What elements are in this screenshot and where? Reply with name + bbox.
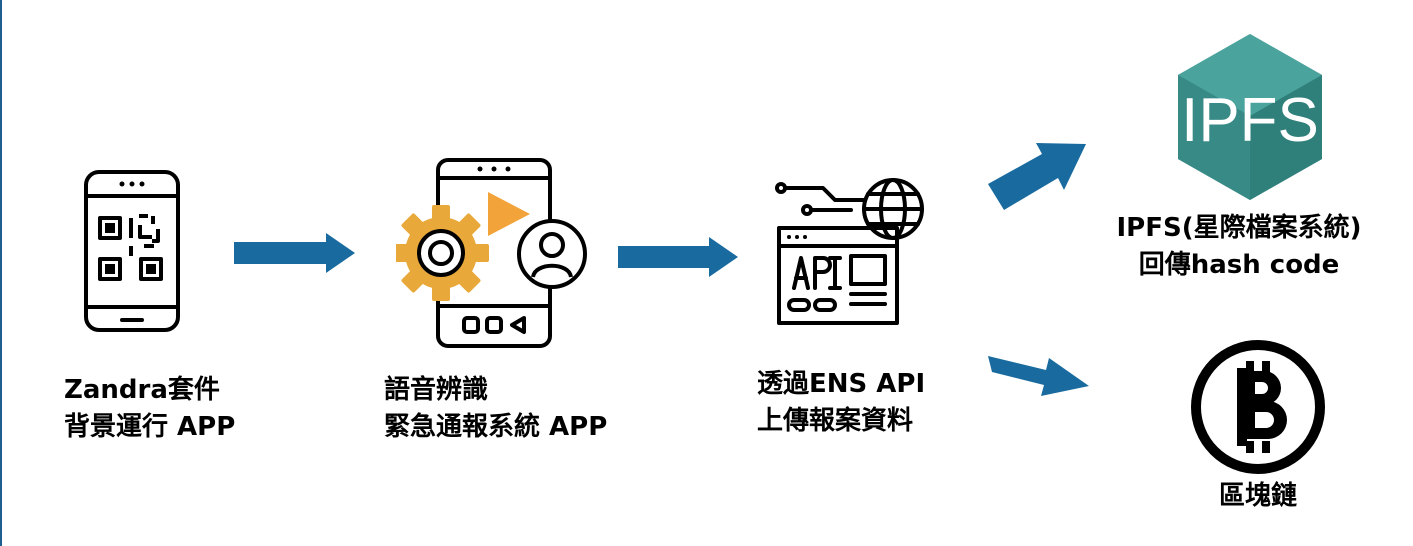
ipfs-logo-text: IPFS — [1181, 86, 1319, 155]
flow-arrow-2 — [618, 237, 738, 277]
flow-arrow-to-ipfs — [988, 143, 1086, 210]
flow-arrow-1 — [234, 233, 355, 273]
blockchain-label: 區塊鏈 — [1194, 478, 1322, 515]
step-3-line-1: 透過ENS API — [757, 369, 926, 399]
ipfs-logo-icon: IPFS — [1178, 34, 1322, 200]
qr-phone-icon — [84, 170, 180, 332]
step-2-line-1: 語音辨識 — [384, 375, 489, 405]
step-2-line-2: 緊急通報系統 APP — [384, 412, 608, 442]
flow-arrow-to-blockchain — [988, 356, 1089, 396]
step-1-line-1: Zandra套件 — [64, 375, 220, 405]
step-3-line-2: 上傳報案資料 — [757, 406, 914, 436]
ipfs-label: IPFS(星際檔案系統) 回傳hash code — [1102, 210, 1376, 284]
step-1-line-2: 背景運行 APP — [64, 412, 236, 442]
ipfs-line-2: 回傳hash code — [1138, 250, 1340, 280]
blockchain-line-1: 區塊鏈 — [1218, 481, 1297, 511]
settings-phone-icon — [396, 158, 587, 348]
bitcoin-icon — [1191, 340, 1325, 474]
step-2-label: 語音辨識 緊急通報系統 APP — [384, 372, 607, 446]
step-1-label: Zandra套件 背景運行 APP — [64, 372, 235, 446]
step-3-label: 透過ENS API 上傳報案資料 — [757, 366, 925, 440]
ipfs-line-1: IPFS(星際檔案系統) — [1116, 213, 1362, 243]
left-edge-border — [0, 0, 2, 546]
api-globe-icon — [775, 178, 924, 325]
